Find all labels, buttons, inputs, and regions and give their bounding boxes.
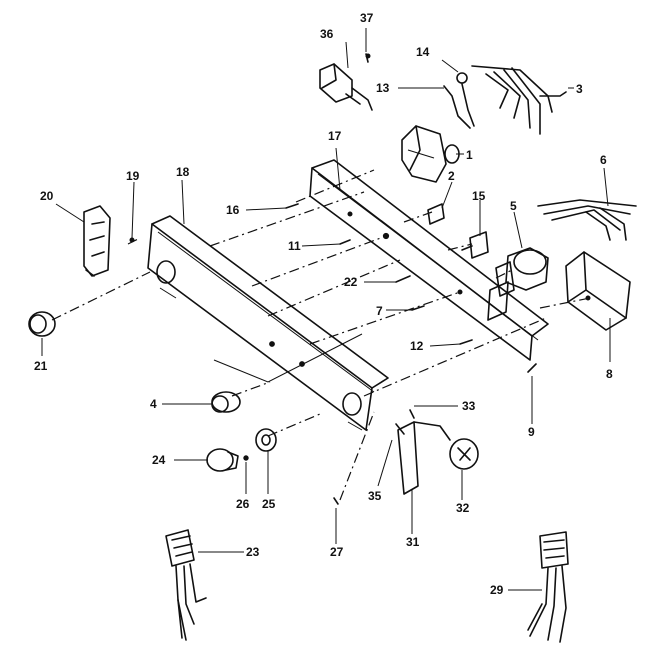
knob-21 <box>28 311 56 337</box>
knob-4 <box>211 391 241 413</box>
callout-11: 11 <box>288 239 301 253</box>
callout-21: 21 <box>34 359 48 373</box>
connector-harness-23 <box>165 529 207 641</box>
callout-3: 3 <box>576 82 583 96</box>
screw-33 <box>409 409 415 419</box>
callout-27: 27 <box>330 545 344 559</box>
screw-9 <box>527 363 537 373</box>
clip-2 <box>427 203 445 225</box>
callout-23: 23 <box>246 545 260 559</box>
callout-14: 14 <box>416 45 430 59</box>
callout-8: 8 <box>606 367 613 381</box>
callout-6: 6 <box>600 153 607 167</box>
callout-1: 1 <box>466 148 473 162</box>
callout-15: 15 <box>472 189 486 203</box>
control-bracket <box>309 159 549 361</box>
callout-35: 35 <box>368 489 382 503</box>
callout-4: 4 <box>150 397 157 411</box>
wire-lead-14 <box>456 72 475 127</box>
wire-harness-6 <box>537 199 637 241</box>
wire-harness-3 <box>471 65 567 135</box>
callout-26: 26 <box>236 497 250 511</box>
spring-26 <box>243 455 249 461</box>
callout-32: 32 <box>456 501 470 515</box>
callout-7: 7 <box>376 304 383 318</box>
callout-36: 36 <box>320 27 334 41</box>
callout-5: 5 <box>510 199 517 213</box>
screw-11 <box>339 239 351 245</box>
leader-lines <box>41 28 611 591</box>
callout-19: 19 <box>126 169 140 183</box>
washer-25 <box>255 428 277 452</box>
callout-31: 31 <box>406 535 420 549</box>
callout-18: 18 <box>176 165 190 179</box>
wire-lead-13 <box>443 85 471 129</box>
callout-16: 16 <box>226 203 240 217</box>
knob-24 <box>206 448 239 472</box>
console-knob-hole-left <box>156 260 176 284</box>
motor-5 <box>495 247 549 297</box>
buzzer-32 <box>449 438 479 470</box>
callout-13: 13 <box>376 81 390 95</box>
console-knob-hole-right <box>342 392 362 416</box>
screw-22 <box>395 275 411 283</box>
assembly-lines <box>51 169 591 501</box>
callout-25: 25 <box>262 497 276 511</box>
callout-2: 2 <box>448 169 455 183</box>
module-box-8 <box>565 251 631 331</box>
callout-29: 29 <box>490 583 504 597</box>
screw-27 <box>333 497 339 505</box>
screw-12 <box>459 339 473 345</box>
callout-22: 22 <box>344 275 358 289</box>
console-panel <box>147 215 389 431</box>
screw-7 <box>411 305 425 311</box>
switch-15 <box>461 231 489 259</box>
callout-12: 12 <box>410 339 424 353</box>
callout-17: 17 <box>328 129 342 143</box>
bracket-20 <box>83 205 111 277</box>
callout-labels: 37 36 14 13 3 17 1 6 19 18 2 20 15 5 16 … <box>34 11 613 597</box>
screw-16 <box>285 203 299 209</box>
connector-harness-29 <box>527 531 569 643</box>
switch-31 <box>395 421 451 495</box>
callout-33: 33 <box>462 399 476 413</box>
callout-37: 37 <box>360 11 374 25</box>
callout-20: 20 <box>40 189 54 203</box>
callout-24: 24 <box>152 453 166 467</box>
callout-9: 9 <box>528 425 535 439</box>
signal-36 <box>319 63 373 111</box>
